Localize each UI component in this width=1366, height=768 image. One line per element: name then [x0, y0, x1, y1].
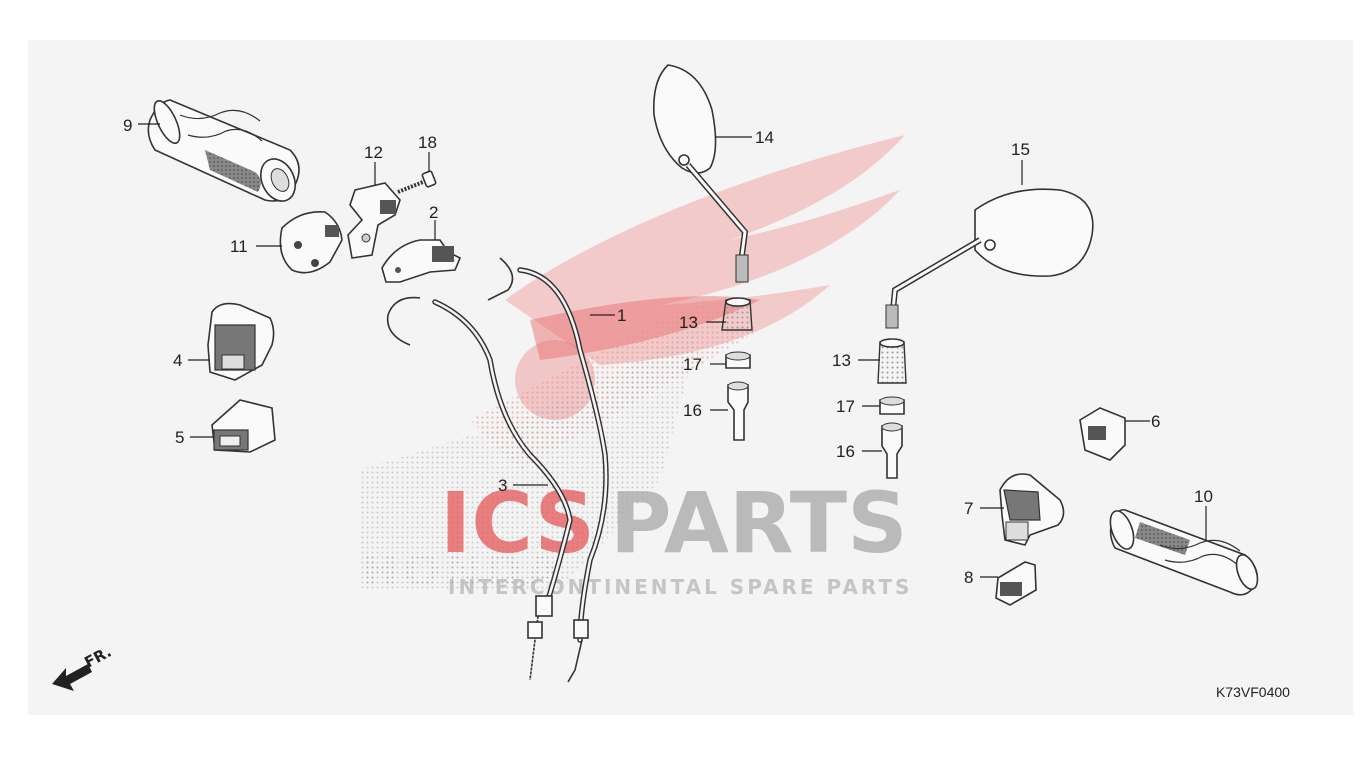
callout-17-left: 17 — [683, 355, 702, 374]
front-direction-arrow: FR. — [52, 643, 114, 691]
callout-16-left: 16 — [683, 401, 702, 420]
callout-13-right: 13 — [832, 351, 851, 370]
watermark-tagline: INTERCONTINENTAL SPARE PARTS — [448, 575, 912, 599]
callout-13-left: 13 — [679, 313, 698, 332]
part-6-switch — [1079, 407, 1126, 461]
callout-5: 5 — [175, 428, 184, 447]
callout-labels: 9 12 18 2 11 4 5 1 3 14 13 17 16 15 13 1… — [123, 116, 1213, 587]
part-15-right-mirror — [885, 188, 1094, 329]
part-4-left-switch — [207, 302, 275, 381]
callout-18: 18 — [418, 133, 437, 152]
part-11-throttle-housing — [279, 211, 343, 274]
part-7-right-switch — [999, 473, 1065, 546]
callout-14: 14 — [755, 128, 774, 147]
part-17-nut-left — [725, 351, 751, 369]
part-8-switch — [995, 561, 1037, 606]
callout-7: 7 — [964, 499, 973, 518]
callout-2: 2 — [429, 203, 438, 222]
dotted-shadow — [360, 330, 700, 590]
callout-8: 8 — [964, 568, 973, 587]
part-17-nut-right — [879, 396, 905, 415]
part-13-boot-right — [877, 338, 907, 384]
callout-17-right: 17 — [836, 397, 855, 416]
callout-15: 15 — [1011, 140, 1030, 159]
watermark-honda: HONDA — [362, 546, 564, 597]
watermark-brand-right: PARTS — [610, 474, 908, 572]
part-13-boot-left — [721, 297, 753, 331]
callout-11: 11 — [230, 237, 248, 256]
part-10-right-grip — [1109, 508, 1259, 596]
callout-3: 3 — [498, 476, 507, 495]
callout-6: 6 — [1151, 412, 1160, 431]
callout-12: 12 — [364, 143, 383, 162]
part-2-bracket — [381, 239, 462, 283]
watermark: ICS PARTS INTERCONTINENTAL SPARE PARTS H… — [360, 135, 912, 599]
callout-4: 4 — [173, 351, 182, 370]
callout-10: 10 — [1194, 487, 1213, 506]
callout-9: 9 — [123, 116, 132, 135]
part-12-clamp — [347, 182, 401, 259]
callout-16-right: 16 — [836, 442, 855, 461]
callout-1: 1 — [617, 306, 626, 325]
diagram-code: K73VF0400 — [1216, 684, 1290, 700]
part-5-switch — [211, 399, 276, 453]
part-3-throttle-cable — [386, 296, 573, 681]
part-9-left-grip — [147, 99, 300, 202]
part-18-screw — [397, 170, 437, 194]
part-1-throttle-cable — [487, 257, 609, 683]
part-16-adapter-right — [881, 422, 903, 479]
part-14-left-mirror — [652, 64, 749, 283]
leader-lines — [138, 123, 1207, 578]
part-16-adapter-left — [727, 381, 749, 441]
